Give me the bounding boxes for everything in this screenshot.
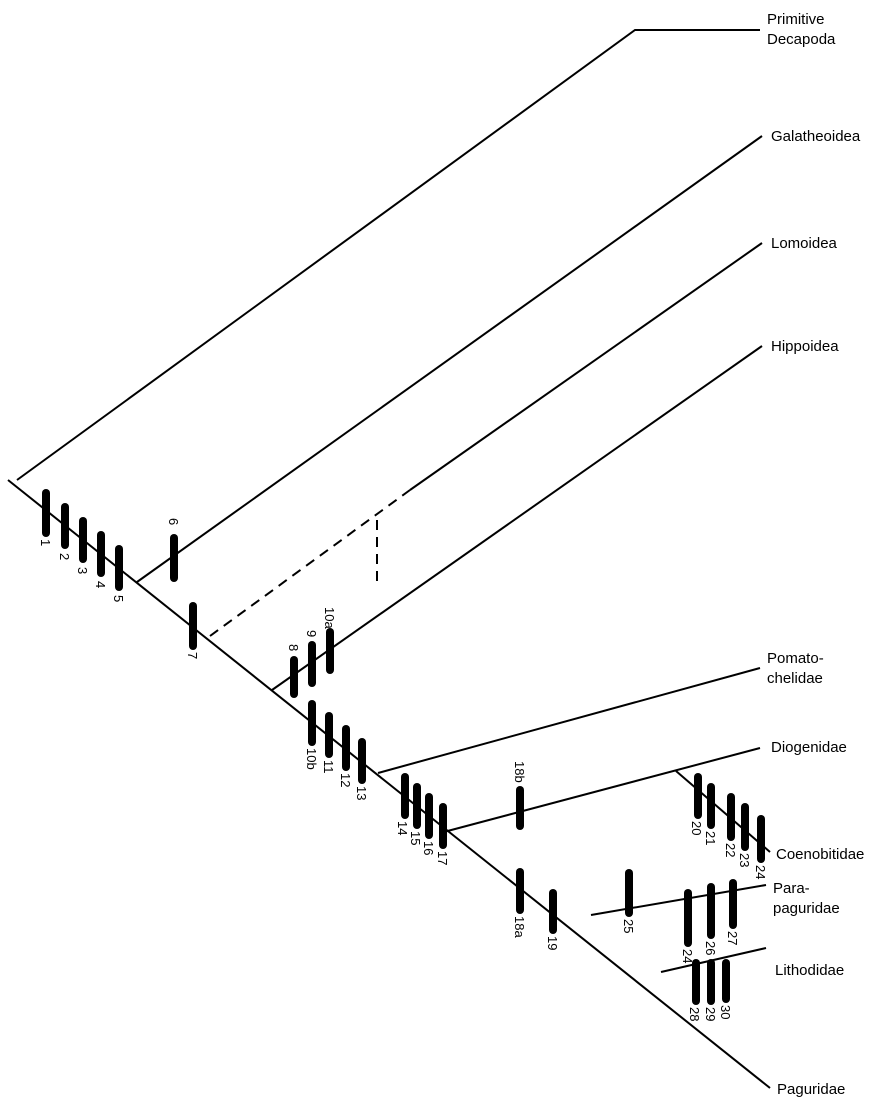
num-29: 29 bbox=[703, 1007, 718, 1021]
num-7: 7 bbox=[185, 652, 200, 659]
character-numbers: 1 2 3 4 5 6 7 8 9 10a 10b 11 12 13 14 15… bbox=[38, 518, 768, 1021]
num-6: 6 bbox=[166, 518, 181, 525]
num-24a: 24 bbox=[753, 865, 768, 879]
main-trunk bbox=[7, 479, 771, 1089]
label-parapaguridae-line1: Para- bbox=[773, 880, 810, 897]
label-lomoidea: Lomoidea bbox=[771, 235, 838, 252]
label-galatheoidea: Galatheoidea bbox=[771, 128, 861, 145]
label-paguridae: Paguridae bbox=[777, 1081, 845, 1098]
num-12: 12 bbox=[338, 773, 353, 787]
num-26: 26 bbox=[703, 941, 718, 955]
num-28: 28 bbox=[687, 1007, 702, 1021]
num-15: 15 bbox=[408, 831, 423, 845]
num-5: 5 bbox=[111, 595, 126, 602]
num-10a: 10a bbox=[322, 607, 337, 629]
label-diogenidae: Diogenidae bbox=[771, 739, 847, 756]
label-parapaguridae-line2: paguridae bbox=[773, 900, 840, 917]
branch-primitive-decapoda bbox=[16, 29, 760, 481]
num-27: 27 bbox=[725, 931, 740, 945]
num-9: 9 bbox=[304, 630, 319, 637]
num-4: 4 bbox=[93, 581, 108, 588]
num-19: 19 bbox=[545, 936, 560, 950]
label-pomatochelidae-line1: Pomato- bbox=[767, 650, 824, 667]
num-3: 3 bbox=[75, 567, 90, 574]
num-23: 23 bbox=[737, 853, 752, 867]
num-1: 1 bbox=[38, 539, 53, 546]
label-pomatochelidae-line2: chelidae bbox=[767, 670, 823, 687]
num-16: 16 bbox=[421, 841, 436, 855]
num-24b: 24 bbox=[680, 949, 695, 963]
num-17: 17 bbox=[435, 851, 450, 865]
num-22: 22 bbox=[723, 843, 738, 857]
taxon-labels: Primitive Decapoda Galatheoidea Lomoidea… bbox=[767, 11, 864, 1098]
num-13: 13 bbox=[354, 786, 369, 800]
num-21: 21 bbox=[703, 831, 718, 845]
label-primitive-line2: Decapoda bbox=[767, 31, 836, 48]
num-8: 8 bbox=[286, 644, 301, 651]
label-hippoidea: Hippoidea bbox=[771, 338, 839, 355]
branch-pomatochelidae bbox=[377, 667, 761, 774]
num-30: 30 bbox=[718, 1005, 733, 1019]
branch-diogenidae bbox=[439, 747, 761, 834]
branch-hippoidea bbox=[271, 345, 763, 691]
branch-lomoidea bbox=[409, 242, 763, 491]
num-18b: 18b bbox=[512, 761, 527, 783]
branch-lomoidea-dashed bbox=[209, 489, 411, 637]
num-10b: 10b bbox=[304, 748, 319, 770]
label-lithodidae: Lithodidae bbox=[775, 962, 844, 979]
label-primitive-line1: Primitive bbox=[767, 11, 825, 28]
branch-parapaguridae bbox=[590, 884, 767, 916]
character-bars bbox=[42, 489, 765, 1005]
branch-galatheoidea bbox=[136, 135, 763, 583]
branch-coenobitidae bbox=[675, 770, 771, 853]
num-25: 25 bbox=[621, 919, 636, 933]
num-11: 11 bbox=[321, 760, 336, 774]
num-14: 14 bbox=[395, 821, 410, 835]
num-20: 20 bbox=[689, 821, 704, 835]
num-2: 2 bbox=[57, 553, 72, 560]
num-18a: 18a bbox=[512, 916, 527, 938]
label-coenobitidae: Coenobitidae bbox=[776, 846, 864, 863]
